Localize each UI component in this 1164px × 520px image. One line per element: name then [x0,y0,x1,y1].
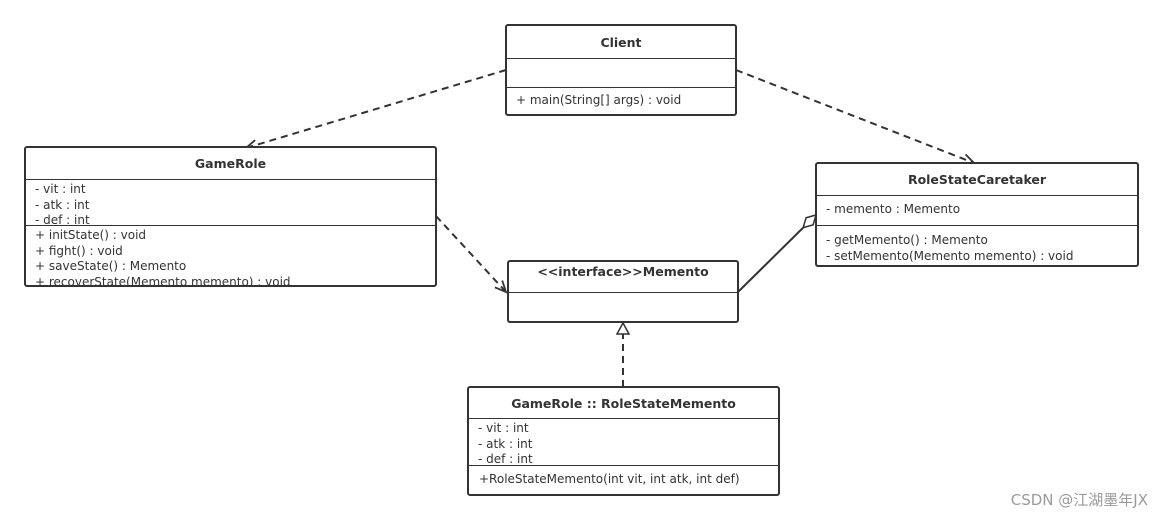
class-name: RoleStateCaretaker [817,164,1137,196]
attributes-compartment: - vit : int - atk : int - def : int [469,419,778,466]
class-rolestatememento[interactable]: GameRole :: RoleStateMemento - vit : int… [467,386,780,496]
attribute: - vit : int [35,182,86,196]
attribute: - def : int [478,452,533,466]
attribute: - atk : int [35,197,90,212]
class-rolestatecaretaker[interactable]: RoleStateCaretaker - memento : Memento -… [815,162,1139,267]
dependency-client-caretaker [735,69,974,163]
class-client[interactable]: Client + main(String[] args) : void [505,24,737,116]
operation: + saveState() : Memento [35,259,187,273]
attributes-compartment: - vit : int - atk : int - def : int [26,180,435,226]
dependency-gamerole-memento [435,215,506,292]
interface-memento[interactable]: <<interface>>Memento [507,260,739,323]
attribute: - vit : int [478,421,529,435]
operations-compartment: + main(String[] args) : void [507,88,735,109]
operations-compartment [509,293,737,295]
operations-compartment: +RoleStateMemento(int vit, int atk, int … [469,466,778,488]
operation: + recoverState(Memento memento) : void [35,274,291,286]
class-gamerole[interactable]: GameRole - vit : int - atk : int - def :… [24,146,437,287]
operations-compartment: + initState() : void + fight() : void + … [26,226,435,285]
watermark: CSDN @江湖墨年JX [1010,491,1148,509]
attribute: - def : int [35,213,90,226]
attribute: - memento : Memento [826,202,961,216]
dependency-client-gamerole [246,69,507,148]
class-name: <<interface>>Memento [509,262,737,293]
operation: - getMemento() : Memento [826,233,988,247]
operation: - setMemento(Memento memento) : void [826,248,1074,263]
attributes-compartment: - memento : Memento [817,196,1137,226]
operation: + main(String[] args) : void [516,93,682,107]
operation: + fight() : void [35,243,123,258]
class-name: GameRole [26,148,435,180]
class-name: Client [507,26,735,59]
operations-compartment: - getMemento() : Memento - setMemento(Me… [817,226,1137,264]
attributes-compartment [507,59,735,88]
operation: +RoleStateMemento(int vit, int atk, int … [479,472,740,486]
operation: + initState() : void [35,228,147,242]
attribute: - atk : int [478,436,533,451]
aggregation-caretaker-memento [737,215,816,293]
class-name: GameRole :: RoleStateMemento [469,388,778,419]
